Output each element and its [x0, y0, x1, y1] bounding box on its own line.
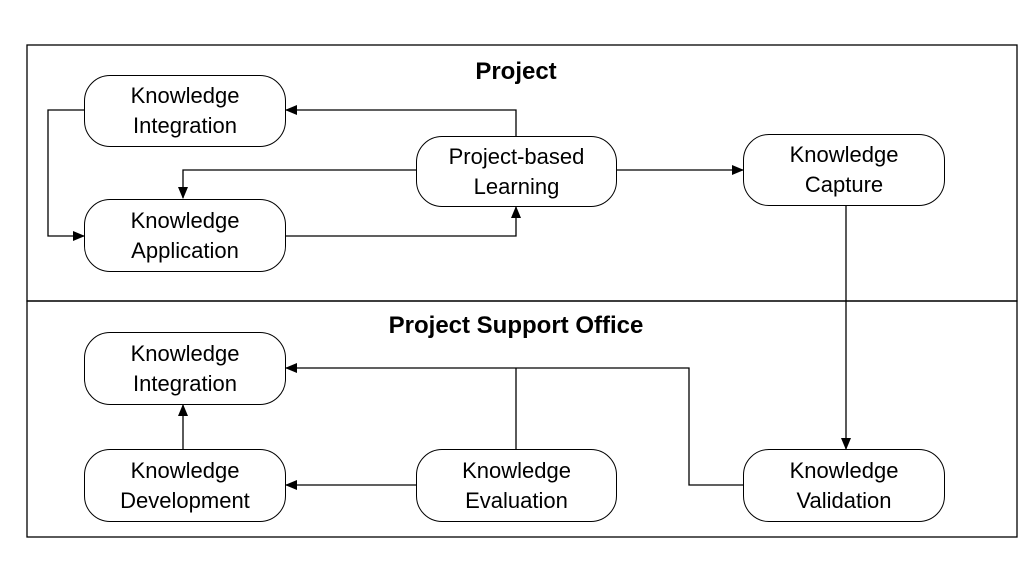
node-label-line1: Knowledge	[789, 457, 899, 483]
knowledge-integration-node-top: Knowledge Integration	[84, 75, 286, 147]
knowledge-evaluation-node: Knowledge Evaluation	[416, 449, 617, 522]
project-section-title: Project	[475, 58, 557, 85]
knowledge-development-node: Knowledge Development	[84, 449, 286, 522]
arrow-pbl-to-ki-top	[285, 105, 517, 136]
arrow-pbl-to-ka	[178, 169, 416, 199]
node-label-line1: Knowledge	[130, 457, 240, 483]
arrow-ki-top-to-ka	[47, 109, 85, 241]
pso-section-frame	[26, 300, 1018, 538]
node-label-line2: Learning	[473, 173, 560, 199]
pso-section-title: Project Support Office	[388, 312, 644, 339]
node-label-line1: Knowledge	[130, 340, 240, 366]
node-label-line1: Knowledge	[462, 457, 571, 483]
arrow-kv-to-ki-bottom	[285, 363, 743, 486]
knowledge-integration-node-bottom: Knowledge Integration	[84, 332, 286, 405]
node-label-line2: Application	[131, 237, 239, 263]
node-label-line1: Knowledge	[130, 83, 240, 108]
arrow-ka-to-pbl	[286, 206, 521, 237]
node-label-line2: Development	[120, 487, 250, 513]
node-label-line2: Integration	[133, 370, 237, 396]
node-label-line2: Capture	[804, 172, 884, 197]
node-label-line2: Validation	[796, 487, 892, 513]
node-label-line1: Knowledge	[130, 207, 240, 233]
node-label-line2: Integration	[133, 113, 237, 138]
knowledge-application-node: Knowledge Application	[84, 199, 286, 272]
project-based-learning-node: Project-based Learning	[416, 136, 617, 207]
node-label-line1: Project-based	[448, 143, 585, 169]
knowledge-validation-node: Knowledge Validation	[743, 449, 945, 522]
node-label-line2: Evaluation	[465, 487, 568, 513]
node-label-line1: Knowledge	[789, 142, 899, 167]
knowledge-capture-node: Knowledge Capture	[743, 134, 945, 206]
